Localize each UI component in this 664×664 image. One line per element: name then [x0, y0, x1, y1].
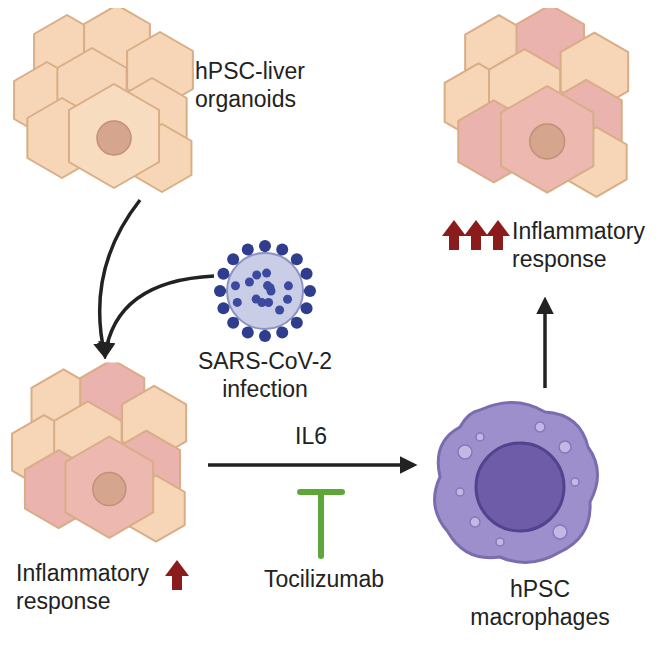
- macrophage-illustration: [420, 392, 610, 572]
- node-label: Inflammatory response: [16, 560, 166, 615]
- organoid-illustration: [12, 8, 202, 198]
- node-label: SARS-CoV-2 infection: [165, 348, 365, 403]
- virus-illustration: [210, 236, 320, 346]
- node-label: hPSC macrophages: [460, 576, 620, 631]
- increase-arrow: [162, 556, 192, 596]
- organoid-illustration: [10, 360, 195, 550]
- drug-label: Tocilizumab: [236, 566, 412, 594]
- flow-arrow: [105, 276, 214, 356]
- edge-label: IL6: [292, 423, 330, 451]
- organoid-illustration: [440, 8, 640, 203]
- flow-arrow: [543, 300, 547, 388]
- inhibitor-symbol: [300, 492, 342, 556]
- organoid-node: hPSC-liver organoids: [12, 8, 342, 198]
- flow-arrow: [100, 200, 140, 356]
- cell-node: hPSC macrophages: [420, 392, 620, 642]
- node-label: Inflammatory response: [512, 218, 654, 273]
- flow-arrow: [208, 463, 414, 467]
- node-label: hPSC-liver organoids: [195, 58, 342, 113]
- increase-arrow: [440, 216, 512, 256]
- virus-node: SARS-CoV-2 infection: [210, 236, 320, 407]
- organoid-node: Inflammatory response: [440, 8, 654, 298]
- organoid-node: Inflammatory response: [10, 360, 200, 640]
